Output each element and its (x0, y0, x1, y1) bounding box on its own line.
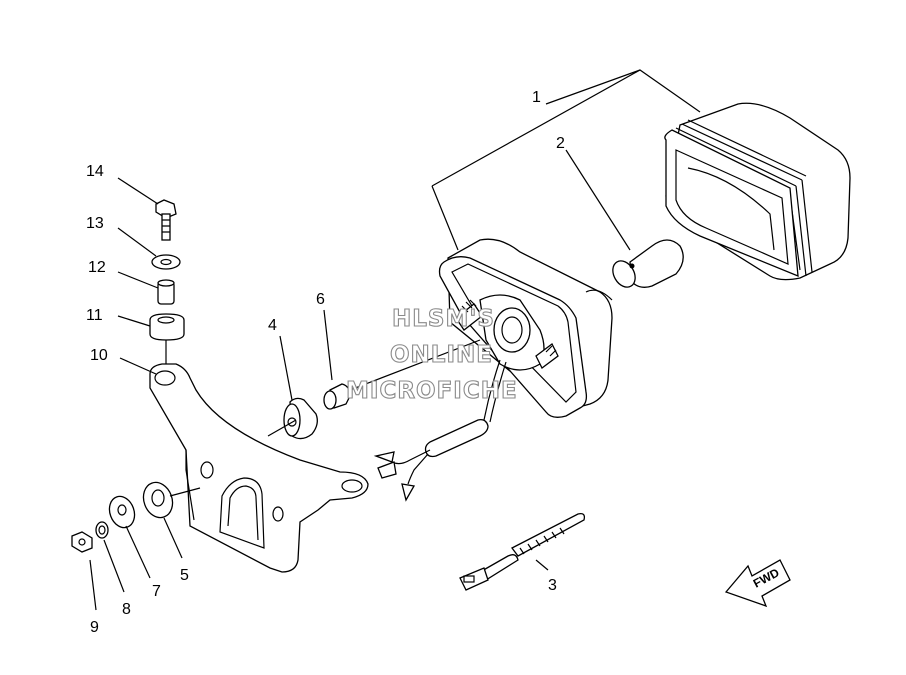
callout-7: 7 (152, 583, 161, 600)
spring-washer-8 (95, 521, 109, 539)
washer-7 (108, 495, 136, 529)
callout-6: 6 (316, 291, 325, 308)
watermark-line-3: MICROFICHE (346, 378, 518, 404)
callout-5: 5 (180, 567, 189, 584)
collar-6 (323, 383, 351, 410)
callout-9: 9 (90, 619, 99, 636)
grommet-4 (283, 397, 318, 440)
washer-13 (151, 254, 181, 270)
callout-10: 10 (90, 347, 108, 364)
watermark-line-2: ONLINE (390, 342, 493, 368)
callout-13: 13 (86, 215, 104, 232)
callout-12: 12 (88, 259, 106, 276)
callout-4: 4 (268, 317, 277, 334)
callout-3: 3 (548, 577, 557, 594)
callout-8: 8 (122, 601, 131, 618)
bracket (149, 363, 369, 573)
leader-lines (89, 69, 701, 611)
fwd-arrow: FWD (724, 559, 791, 608)
washer-5 (142, 481, 174, 519)
callout-11: 11 (86, 307, 103, 324)
callout-1: 1 (532, 89, 541, 106)
nut-9 (71, 531, 93, 553)
cable-tie (459, 512, 586, 591)
bulb (612, 239, 684, 288)
collar-12 (157, 279, 175, 305)
lens-cover (664, 102, 851, 281)
callout-2: 2 (556, 135, 565, 152)
callouts: 1 2 3 4 5 6 7 8 9 10 11 12 13 14 (86, 89, 565, 636)
watermark: HLSM'S ONLINE MICROFICHE (345, 305, 518, 404)
grommet-11 (149, 313, 185, 341)
light-housing (373, 238, 613, 502)
watermark-line-1: HLSM'S (392, 306, 495, 332)
callout-14: 14 (86, 163, 104, 180)
bolt-14 (155, 199, 177, 241)
